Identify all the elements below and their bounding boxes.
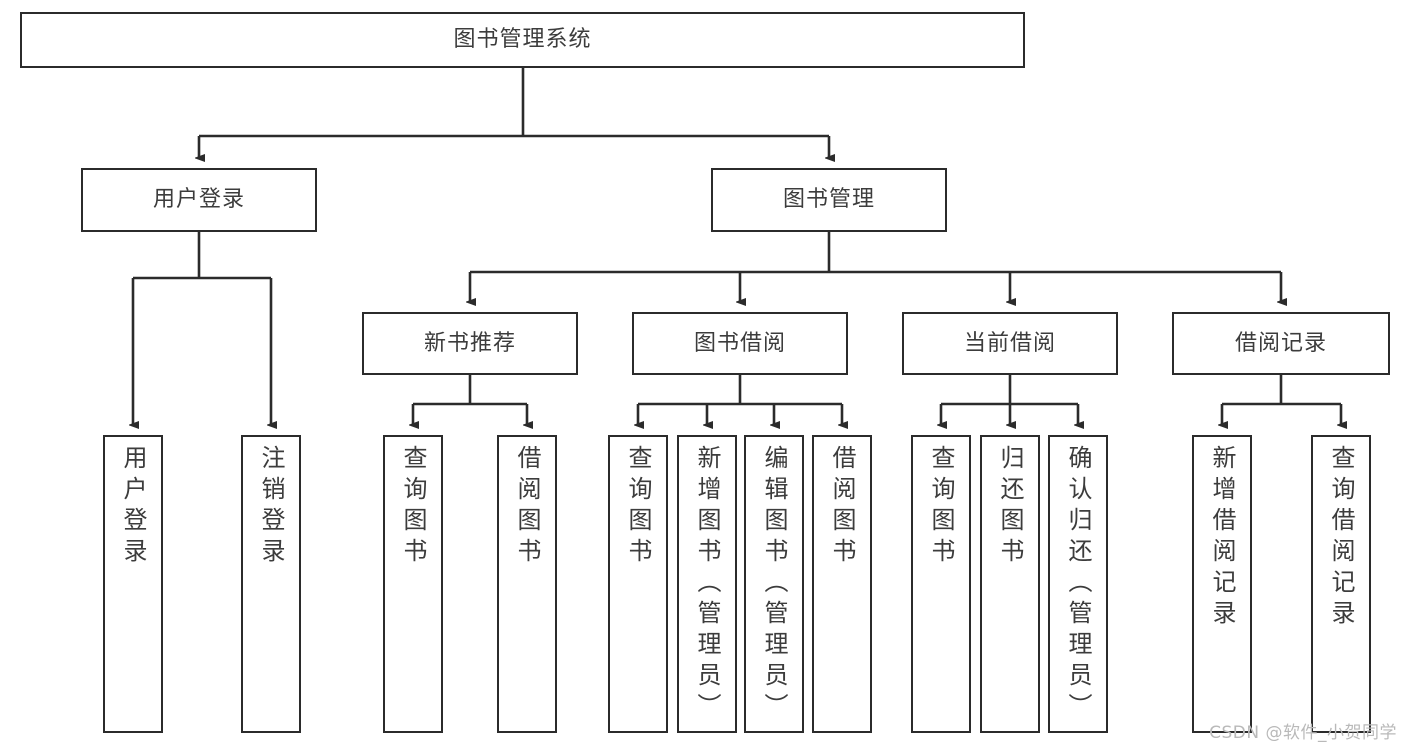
leaf-user-login-login[interactable]: 用户登录 — [103, 435, 163, 733]
leaf-book-borrow-query-book[interactable]: 查询图书 — [608, 435, 668, 733]
node-user-login[interactable]: 用户登录 — [81, 168, 317, 232]
node-label: 图书管理系统 — [453, 27, 592, 53]
leaf-book-borrow-add-book-admin[interactable]: 新增图书（管理员） — [677, 435, 737, 733]
node-label: 新增借阅记录 — [1208, 445, 1236, 631]
leaf-borrow-record-query-record[interactable]: 查询借阅记录 — [1311, 435, 1371, 733]
node-label: 确认归还（管理员） — [1064, 445, 1092, 724]
node-label: 用户登录 — [119, 445, 147, 569]
leaf-book-borrow-borrow-book[interactable]: 借阅图书 — [812, 435, 872, 733]
csdn-watermark: CSDN @软件_小贺同学 — [1209, 723, 1397, 743]
leaf-book-borrow-edit-book-admin[interactable]: 编辑图书（管理员） — [744, 435, 804, 733]
node-label: 新书推荐 — [423, 330, 516, 356]
node-label: 查询图书 — [927, 445, 955, 569]
leaf-current-borrow-query-book[interactable]: 查询图书 — [911, 435, 971, 733]
node-label: 借阅图书 — [828, 445, 856, 569]
node-label: 当前借阅 — [963, 330, 1056, 356]
leaf-user-login-logout[interactable]: 注销登录 — [241, 435, 301, 733]
node-label: 注销登录 — [257, 445, 285, 569]
node-root-book-management-system[interactable]: 图书管理系统 — [20, 12, 1025, 68]
node-label: 图书管理 — [782, 187, 875, 213]
node-label: 借阅图书 — [513, 445, 541, 569]
leaf-new-book-query-book[interactable]: 查询图书 — [383, 435, 443, 733]
node-new-book-recommend[interactable]: 新书推荐 — [362, 312, 578, 375]
node-book-borrow[interactable]: 图书借阅 — [632, 312, 848, 375]
leaf-borrow-record-add-record[interactable]: 新增借阅记录 — [1192, 435, 1252, 733]
node-label: 用户登录 — [152, 187, 245, 213]
node-label: 图书借阅 — [693, 330, 786, 356]
leaf-current-borrow-return-book[interactable]: 归还图书 — [980, 435, 1040, 733]
node-borrow-record[interactable]: 借阅记录 — [1172, 312, 1390, 375]
node-book-management[interactable]: 图书管理 — [711, 168, 947, 232]
leaf-current-borrow-confirm-return-admin[interactable]: 确认归还（管理员） — [1048, 435, 1108, 733]
node-label: 编辑图书（管理员） — [760, 445, 788, 724]
node-label: 查询图书 — [399, 445, 427, 569]
node-current-borrow[interactable]: 当前借阅 — [902, 312, 1118, 375]
leaf-new-book-borrow-book[interactable]: 借阅图书 — [497, 435, 557, 733]
node-label: 新增图书（管理员） — [693, 445, 721, 724]
node-label: 借阅记录 — [1234, 330, 1327, 356]
node-label: 查询借阅记录 — [1327, 445, 1355, 631]
node-label: 查询图书 — [624, 445, 652, 569]
node-label: 归还图书 — [996, 445, 1024, 569]
